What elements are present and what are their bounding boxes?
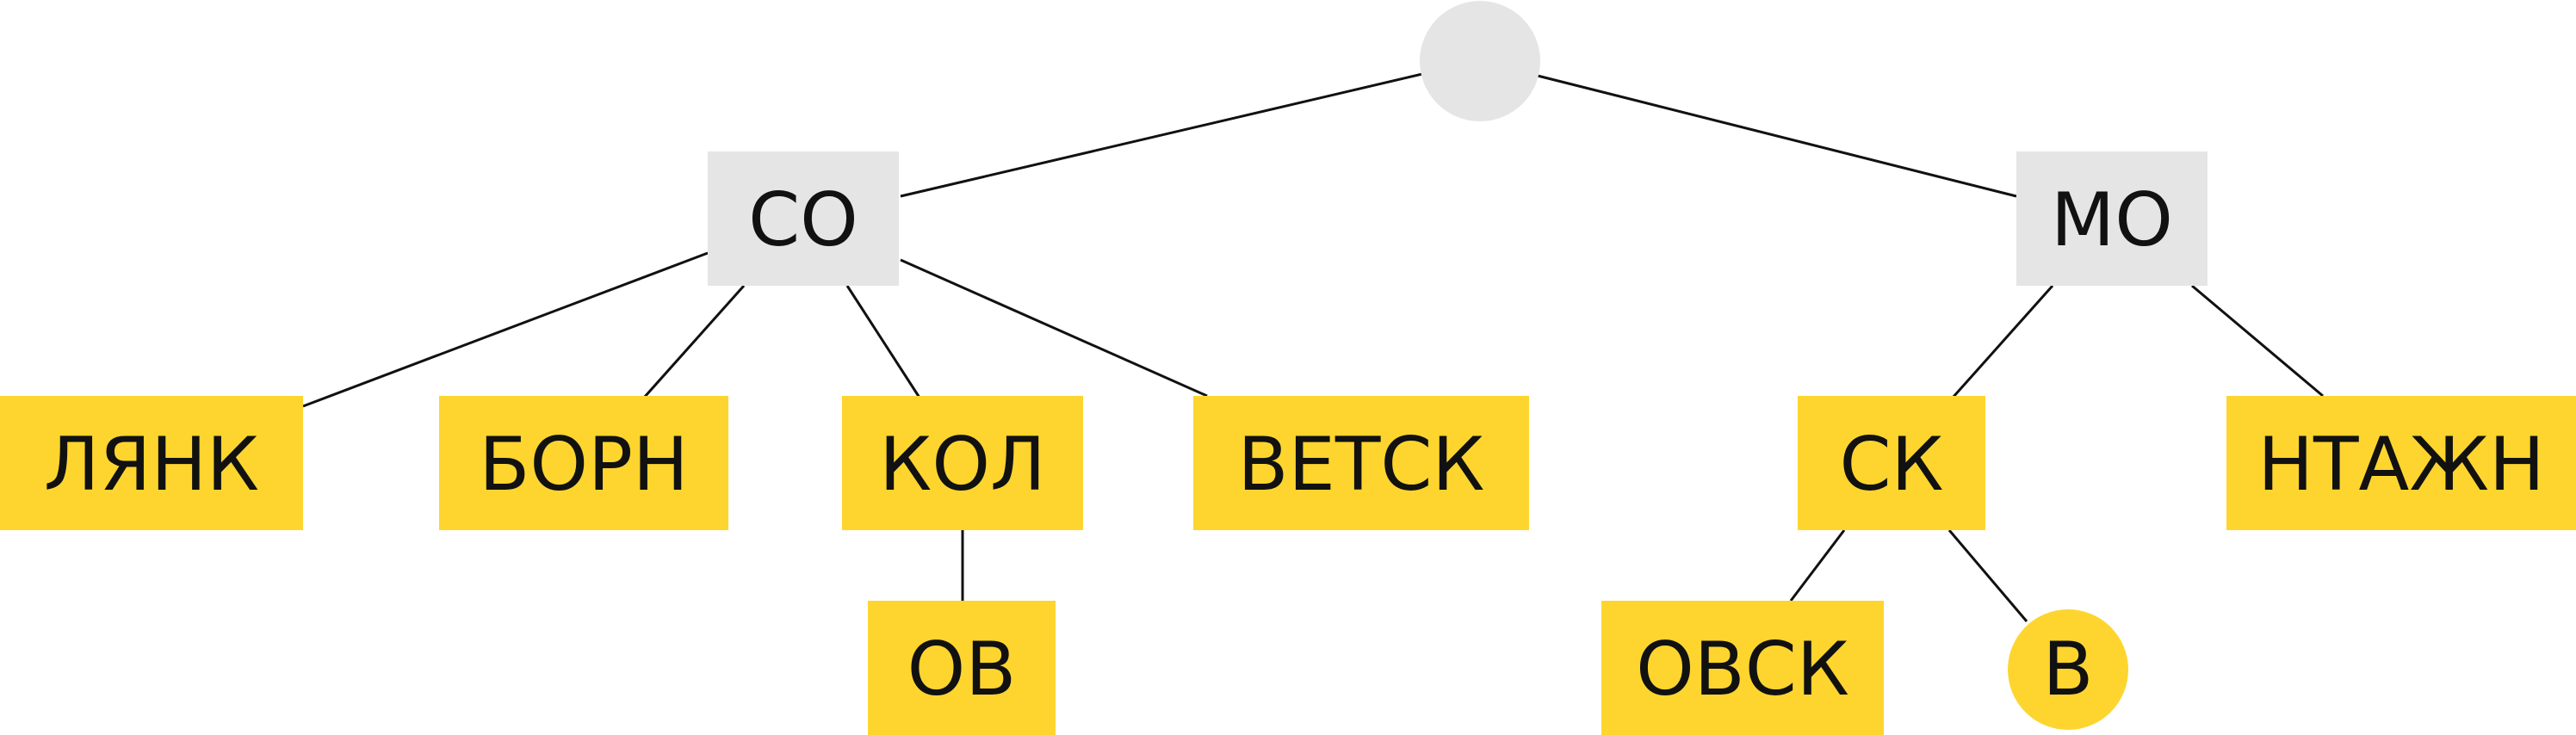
node-lyank: ЛЯНК xyxy=(0,396,303,530)
edge-sk-ovsk xyxy=(1789,529,1846,602)
node-mo-box xyxy=(2016,151,2208,286)
node-sk-box xyxy=(1798,396,1985,530)
node-v: В xyxy=(2008,609,2128,730)
root-node xyxy=(1420,1,1540,121)
edge-co-lyank xyxy=(302,251,709,408)
node-kol-box xyxy=(842,396,1083,530)
node-lyank-box xyxy=(0,396,303,530)
node-vetsk: ВЕТСК xyxy=(1193,396,1529,530)
node-kol: КОЛ xyxy=(842,396,1083,530)
node-born: БОРН xyxy=(439,396,728,530)
node-v-circle xyxy=(2008,609,2128,730)
edge-mo-ntazhn xyxy=(2191,284,2324,398)
node-lyank-label: ЛЯНК xyxy=(44,422,259,508)
node-co: СО xyxy=(708,151,899,286)
edge-sk-v xyxy=(1947,529,2028,622)
node-ov-label: ОВ xyxy=(907,627,1017,713)
node-ov-box xyxy=(868,601,1056,735)
node-ntazhn-box xyxy=(2226,396,2576,530)
node-mo-label: МО xyxy=(2051,177,2173,263)
node-co-label: СО xyxy=(748,177,858,263)
node-ovsk-label: ОВСК xyxy=(1636,627,1849,713)
node-ntazhn: НТАЖН xyxy=(2226,396,2576,530)
node-v-label: В xyxy=(2043,627,2094,713)
node-co-box xyxy=(708,151,899,286)
node-ovsk-box xyxy=(1601,601,1884,735)
node-sk-label: СК xyxy=(1839,422,1943,508)
node-kol-label: КОЛ xyxy=(879,422,1045,508)
node-vetsk-label: ВЕТСК xyxy=(1238,422,1485,508)
edge-root-co xyxy=(900,72,1423,198)
edge-co-vetsk xyxy=(900,258,1208,398)
node-ntazhn-label: НТАЖН xyxy=(2257,422,2544,508)
edge-co-kol xyxy=(845,285,921,398)
edge-co-born xyxy=(642,285,746,398)
node-mo: МО xyxy=(2016,151,2208,286)
edge-root-mo xyxy=(1537,74,2017,198)
node-born-label: БОРН xyxy=(479,422,688,508)
node-vetsk-box xyxy=(1193,396,1529,530)
node-ovsk: ОВСК xyxy=(1601,601,1884,735)
tree-edges xyxy=(302,72,2324,622)
node-ov: ОВ xyxy=(868,601,1056,735)
node-sk: СК xyxy=(1798,396,1985,530)
node-born-box xyxy=(439,396,728,530)
edge-mo-sk xyxy=(1951,285,2054,398)
